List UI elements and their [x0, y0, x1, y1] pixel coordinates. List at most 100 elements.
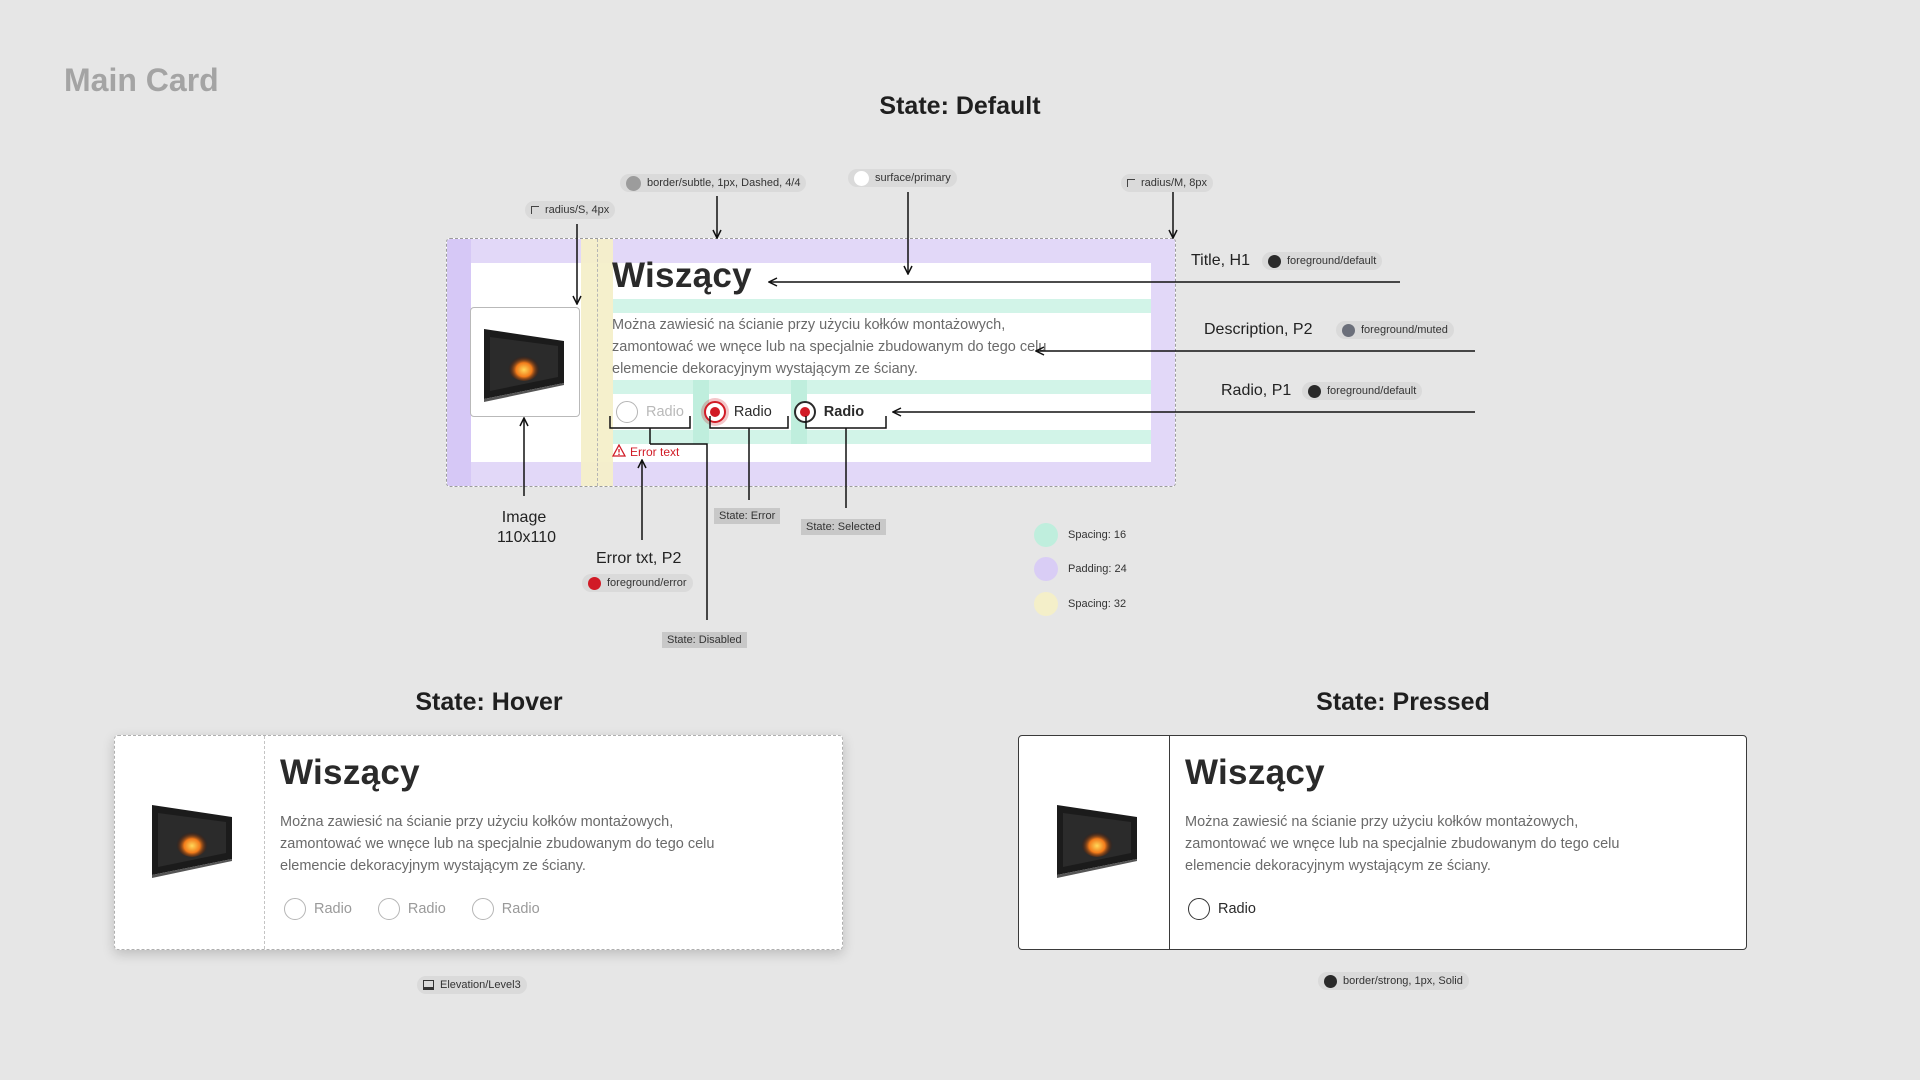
elevation-icon — [423, 980, 434, 990]
token-surface-primary-text: surface/primary — [875, 172, 951, 184]
legend-label-padding-24: Padding: 24 — [1068, 563, 1127, 575]
radio-label-selected: Radio — [823, 404, 865, 420]
error-text: Error text — [630, 445, 680, 459]
token-radius-s-text: radius/S, 4px — [545, 204, 610, 216]
fireplace-image — [484, 329, 564, 402]
pressed-radio-circle — [1188, 898, 1210, 920]
radio-circle-error — [703, 401, 726, 423]
annotation-error-txt: Error txt, P2 — [596, 550, 682, 567]
annotation-title-h1: Title, H1 — [1191, 252, 1250, 269]
radio-circle-selected — [793, 401, 816, 423]
hover-card-description: Można zawiesić na ścianie przy użyciu ko… — [280, 814, 715, 874]
hover-radio-label-3: Radio — [501, 901, 540, 917]
padding-overlay-bottom — [447, 462, 1175, 486]
token-border-subtle-text: border/subtle, 1px, Dashed, 4/4 — [647, 177, 801, 189]
token-border-strong-text: border/strong, 1px, Solid — [1343, 975, 1463, 987]
legend-swatch-padding-24 — [1034, 557, 1058, 581]
hover-radio-label-1: Radio — [314, 901, 352, 917]
radio-label-error: Radio — [733, 404, 772, 420]
swatch-fg-error — [588, 576, 601, 590]
swatch-fg-default — [1268, 254, 1281, 268]
pressed-card-description: Można zawiesić na ścianie przy użyciu ko… — [1185, 814, 1620, 874]
corner-radius-icon — [1127, 179, 1135, 187]
radio-selected[interactable]: Radio — [793, 401, 865, 423]
token-radius-m: radius/M, 8px — [1121, 174, 1214, 192]
pressed-fireplace-image — [1057, 805, 1137, 878]
annotation-image-line1: Image — [501, 509, 547, 526]
token-elevation-text: Elevation/Level3 — [440, 979, 521, 991]
pressed-radio[interactable]: Radio — [1188, 898, 1256, 920]
swatch-border-subtle — [626, 175, 641, 191]
corner-radius-icon — [531, 206, 539, 214]
error-message: Error text — [611, 443, 680, 460]
hover-radio-label-2: Radio — [407, 901, 446, 917]
annotation-description-p2: Description, P2 — [1204, 321, 1313, 338]
pressed-card[interactable] — [1018, 735, 1747, 950]
token-fg-error-text: foreground/error — [607, 577, 687, 589]
token-elevation: Elevation/Level3 — [417, 976, 527, 994]
card-divider — [597, 239, 598, 486]
hover-radio-1[interactable]: Radio — [284, 898, 352, 920]
spacing-overlay-16-a — [613, 299, 1151, 313]
tag-state-selected: State: Selected — [801, 519, 886, 535]
annotation-image: Image 110x110 — [497, 508, 557, 548]
radio-group: Radio Radio Radio — [616, 401, 886, 423]
hover-radio-3[interactable]: Radio — [471, 898, 540, 920]
legend-label-spacing-16: Spacing: 16 — [1068, 529, 1127, 541]
legend-spacing-32: Spacing: 32 — [1034, 592, 1126, 616]
padding-overlay-top — [447, 239, 1175, 263]
token-border-subtle: border/subtle, 1px, Dashed, 4/4 — [620, 174, 807, 192]
hover-radio-circle-2 — [377, 898, 400, 920]
token-fg-error: foreground/error — [582, 574, 693, 592]
legend-swatch-spacing-32 — [1034, 592, 1058, 616]
pressed-card-divider — [1169, 736, 1170, 949]
tag-state-error: State: Error — [714, 508, 781, 524]
padding-overlay-left — [447, 239, 471, 486]
state-hover-title: State: Hover — [415, 688, 563, 716]
padding-overlay-right — [1151, 239, 1175, 486]
swatch-border-strong — [1324, 974, 1337, 988]
hover-radio-circle-1 — [284, 898, 306, 920]
swatch-surface-primary — [854, 170, 869, 186]
radio-error[interactable]: Radio — [703, 401, 772, 423]
token-fg-default-title: foreground/default — [1262, 252, 1383, 270]
token-fg-default-radio: foreground/default — [1302, 382, 1423, 400]
legend-spacing-16: Spacing: 16 — [1034, 523, 1126, 547]
legend-label-spacing-32: Spacing: 32 — [1068, 598, 1127, 610]
hover-card-title: Wiszący — [280, 753, 420, 792]
token-fg-default-radio-text: foreground/default — [1327, 385, 1417, 397]
radio-label-disabled: Radio — [646, 404, 684, 420]
swatch-fg-muted — [1342, 323, 1355, 337]
token-fg-default-title-text: foreground/default — [1287, 255, 1377, 267]
annotation-radio-p1: Radio, P1 — [1221, 382, 1292, 399]
token-radius-s: radius/S, 4px — [525, 201, 616, 219]
pressed-card-title: Wiszący — [1185, 753, 1325, 792]
card-title: Wiszący — [612, 256, 752, 295]
page-title: Main Card — [64, 62, 219, 98]
hover-radio-group: Radio Radio Radio — [284, 898, 562, 920]
token-fg-muted: foreground/muted — [1336, 321, 1454, 339]
token-surface-primary: surface/primary — [848, 169, 957, 187]
radio-circle-disabled — [616, 401, 638, 423]
hover-radio-circle-3 — [471, 898, 494, 920]
tag-state-disabled: State: Disabled — [662, 632, 747, 648]
legend-padding-24: Padding: 24 — [1034, 557, 1127, 581]
spacing-overlay-16-c — [613, 430, 1151, 444]
default-card[interactable] — [446, 238, 1176, 487]
pressed-radio-group: Radio — [1188, 898, 1278, 920]
card-description: Można zawiesić na ścianie przy użyciu ko… — [612, 317, 1047, 377]
token-fg-muted-text: foreground/muted — [1361, 324, 1448, 336]
spacing-overlay-16-b — [613, 380, 1151, 394]
warning-icon — [611, 443, 627, 460]
swatch-fg-default — [1308, 384, 1321, 398]
annotation-image-line2: 110x110 — [497, 529, 557, 546]
legend-swatch-spacing-16 — [1034, 523, 1058, 547]
token-border-strong: border/strong, 1px, Solid — [1318, 972, 1469, 990]
hover-radio-2[interactable]: Radio — [377, 898, 446, 920]
spacing-overlay-16-d — [693, 380, 709, 444]
hover-card-divider — [264, 736, 265, 949]
token-radius-m-text: radius/M, 8px — [1141, 177, 1208, 189]
pressed-radio-label: Radio — [1218, 901, 1256, 917]
radio-disabled[interactable]: Radio — [616, 401, 684, 423]
state-default-title: State: Default — [879, 92, 1041, 120]
